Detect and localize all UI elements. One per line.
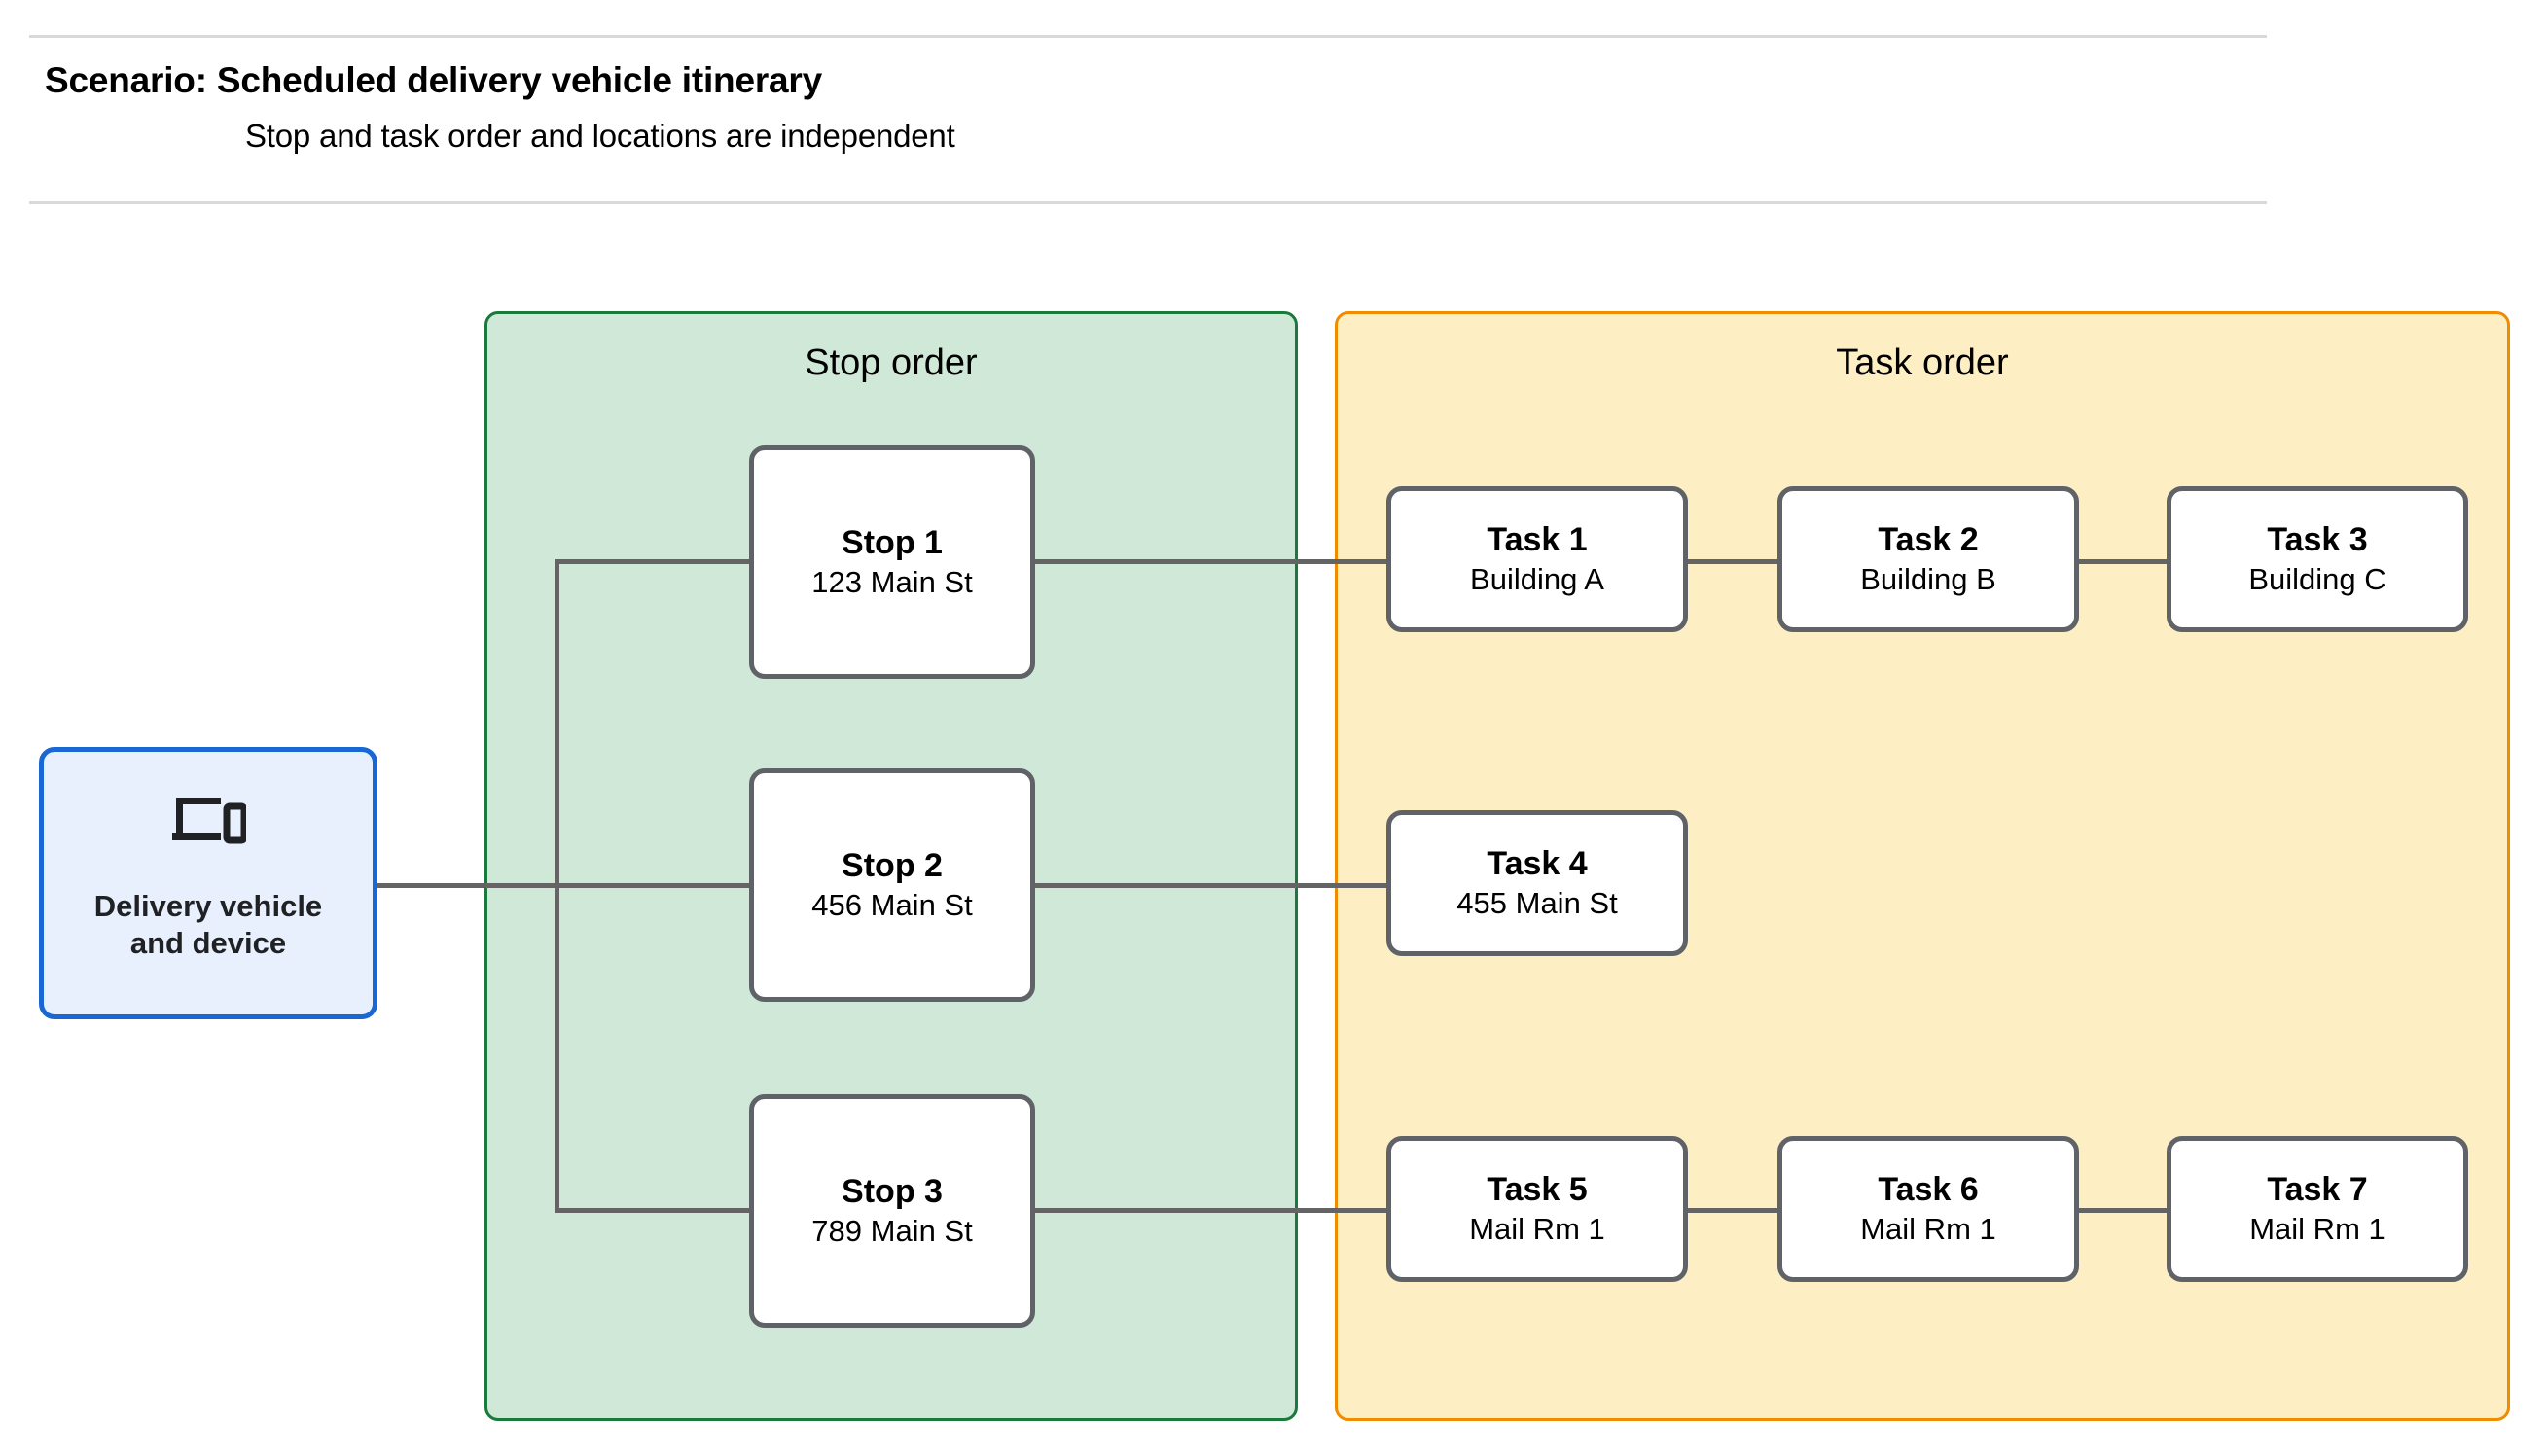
- connector-stop-1-to-task-1: [1031, 559, 1391, 564]
- header-divider-top: [29, 35, 2267, 38]
- task-node-7-location: Mail Rm 1: [2249, 1212, 2385, 1247]
- connector-trunk-to-stop-3: [555, 1208, 754, 1213]
- page-subtitle: Stop and task order and locations are in…: [245, 118, 955, 154]
- task-node-6-title: Task 6: [1878, 1170, 1979, 1208]
- delivery-vehicle-label-line-1: Delivery vehicle: [93, 888, 323, 923]
- delivery-vehicle-label-line-2: and device: [129, 925, 287, 960]
- stop-node-3[interactable]: Stop 3 789 Main St: [749, 1094, 1035, 1328]
- page-title: Scenario: Scheduled delivery vehicle iti…: [45, 60, 822, 100]
- task-node-6-location: Mail Rm 1: [1860, 1212, 1996, 1247]
- task-node-4-title: Task 4: [1487, 844, 1588, 882]
- stop-node-1-location: 123 Main St: [811, 565, 973, 600]
- stop-node-2-location: 456 Main St: [811, 888, 973, 923]
- connector-task-5-to-task-6: [1683, 1208, 1780, 1213]
- task-node-7[interactable]: Task 7 Mail Rm 1: [2167, 1136, 2468, 1282]
- connector-vehicle-to-trunk: [377, 883, 559, 888]
- task-node-1-title: Task 1: [1487, 520, 1588, 558]
- task-node-6[interactable]: Task 6 Mail Rm 1: [1777, 1136, 2079, 1282]
- task-node-7-title: Task 7: [2267, 1170, 2368, 1208]
- task-node-4[interactable]: Task 4 455 Main St: [1386, 810, 1688, 956]
- task-node-5[interactable]: Task 5 Mail Rm 1: [1386, 1136, 1688, 1282]
- task-node-3[interactable]: Task 3 Building C: [2167, 486, 2468, 632]
- task-order-panel-title: Task order: [1836, 342, 2009, 383]
- stop-node-3-title: Stop 3: [842, 1172, 943, 1210]
- devices-icon: [170, 794, 248, 855]
- stop-order-panel-title: Stop order: [805, 342, 978, 383]
- task-node-1[interactable]: Task 1 Building A: [1386, 486, 1688, 632]
- delivery-vehicle-label: Delivery vehicle and device: [94, 888, 322, 962]
- stop-node-2[interactable]: Stop 2 456 Main St: [749, 768, 1035, 1002]
- task-node-3-location: Building C: [2248, 562, 2386, 597]
- connector-trunk-to-stop-1: [555, 559, 754, 564]
- connector-task-6-to-task-7: [2074, 1208, 2171, 1213]
- stop-node-1[interactable]: Stop 1 123 Main St: [749, 445, 1035, 679]
- task-node-1-location: Building A: [1470, 562, 1604, 597]
- connector-task-2-to-task-3: [2074, 559, 2171, 564]
- connector-stop-3-to-task-5: [1031, 1208, 1391, 1213]
- connector-task-1-to-task-2: [1683, 559, 1780, 564]
- header-divider-bottom: [29, 201, 2267, 204]
- task-node-5-location: Mail Rm 1: [1469, 1212, 1605, 1247]
- task-node-3-title: Task 3: [2267, 520, 2368, 558]
- task-node-2-location: Building B: [1860, 562, 1996, 597]
- task-node-4-location: 455 Main St: [1456, 886, 1618, 921]
- task-node-5-title: Task 5: [1487, 1170, 1588, 1208]
- task-node-2-title: Task 2: [1878, 520, 1979, 558]
- stop-node-2-title: Stop 2: [842, 846, 943, 884]
- delivery-vehicle-card[interactable]: Delivery vehicle and device: [39, 747, 377, 1019]
- stop-node-3-location: 789 Main St: [811, 1214, 973, 1249]
- stop-node-1-title: Stop 1: [842, 523, 943, 561]
- task-node-2[interactable]: Task 2 Building B: [1777, 486, 2079, 632]
- connector-stop-2-to-task-4: [1031, 883, 1391, 888]
- connector-trunk-to-stop-2: [555, 883, 754, 888]
